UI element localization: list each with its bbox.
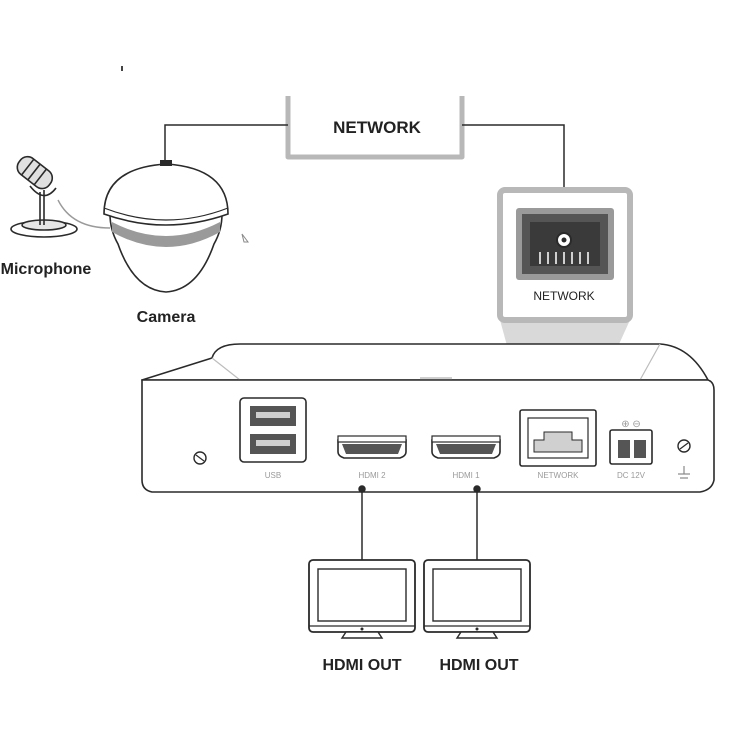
microphone-icon	[10, 155, 78, 238]
screw-left-icon	[193, 451, 207, 465]
monitor-right-icon	[423, 559, 531, 639]
network-port-icon	[519, 409, 597, 467]
hdmi1-port-label: HDMI 1	[452, 471, 480, 480]
dc-polarity-label: ⊕ ⊖	[621, 419, 641, 430]
dc-power-port-icon	[609, 429, 653, 465]
recorder-device: USB HDMI 2 HDMI 1 NETWORK ⊕ ⊖	[141, 343, 715, 493]
camera-network-cable	[164, 124, 288, 168]
hdmi-cables	[358, 485, 481, 560]
screw-right-icon	[677, 439, 691, 453]
rj45-port-large-icon	[516, 208, 614, 280]
stray-mark	[121, 66, 123, 71]
hdmi-out-left-label: HDMI OUT	[322, 657, 401, 674]
ground-icon	[678, 466, 690, 479]
usb-port-label: USB	[265, 471, 281, 480]
monitor-left-icon	[308, 559, 416, 639]
hdmi-out-right-label: HDMI OUT	[439, 657, 518, 674]
hdmi2-port-icon	[337, 435, 407, 459]
network-callout-label: NETWORK	[533, 289, 594, 303]
camera-label: Camera	[137, 309, 196, 326]
dome-camera-icon	[103, 160, 229, 293]
network-box-label: NETWORK	[333, 118, 422, 137]
dc-power-label: DC 12V	[617, 471, 646, 480]
usb-port-icon	[239, 397, 307, 463]
cursor-mark	[241, 233, 249, 243]
network-box: NETWORK	[285, 96, 465, 160]
microphone-label: Microphone	[1, 261, 92, 278]
hdmi2-port-label: HDMI 2	[358, 471, 386, 480]
hdmi1-port-icon	[431, 435, 501, 459]
microphone-cable	[57, 199, 111, 229]
network-port-label: NETWORK	[538, 471, 580, 480]
